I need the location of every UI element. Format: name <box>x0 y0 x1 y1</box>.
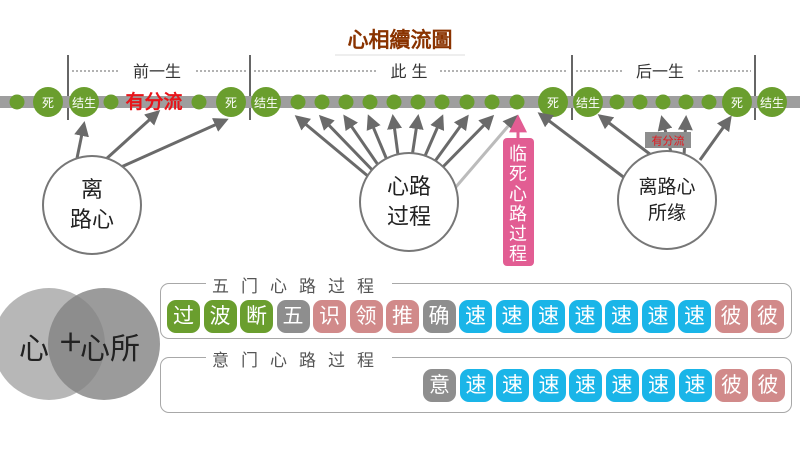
process-cell: 领 <box>349 300 383 333</box>
mind-door-process-title: 意门心路过程 <box>206 346 392 371</box>
svg-text:结生: 结生 <box>760 96 784 110</box>
process-cell: 速 <box>605 369 639 402</box>
bhavanga-dot <box>9 94 25 110</box>
svg-text:离路心所缘: 离路心所缘 <box>638 176 695 224</box>
process-cell: 彼 <box>751 300 784 333</box>
death-dot: 死 <box>538 87 568 117</box>
dying-process-label-box <box>503 138 534 266</box>
section-present: 此 生 <box>390 62 427 81</box>
process-cell: 确 <box>422 300 456 333</box>
svg-text:死: 死 <box>225 96 237 110</box>
bhavanga-dot <box>509 94 525 110</box>
bhavanga-dot <box>191 94 207 110</box>
bhavanga-dot <box>410 94 426 110</box>
death-dot: 死 <box>33 87 63 117</box>
life-continuum-label: 有分流 <box>125 90 182 113</box>
bhavanga-dot <box>103 94 119 110</box>
circle-off-process-object: 离路心所缘 <box>617 150 717 250</box>
process-cell: 速 <box>642 369 675 402</box>
life-continuum-tag-label: 有分流 <box>652 134 685 148</box>
process-cell: 过 <box>167 300 200 333</box>
svg-text:心路过程: 心路过程 <box>387 175 431 230</box>
process-cell: 速 <box>495 300 529 333</box>
rebirth-dot: 结生 <box>69 87 99 117</box>
bhavanga-dot <box>655 94 671 110</box>
svg-text:结生: 结生 <box>72 96 96 110</box>
process-cell: 速 <box>641 300 675 333</box>
bhavanga-dot <box>362 94 378 110</box>
bhavanga-dot <box>484 94 500 110</box>
process-cell: 速 <box>459 369 493 402</box>
svg-text:结生: 结生 <box>254 96 278 110</box>
process-cell: 彼 <box>751 369 785 402</box>
right-circle-arrows <box>537 112 732 184</box>
bhavanga-dot <box>609 94 625 110</box>
bhavanga-dot <box>678 94 694 110</box>
process-cell: 意 <box>423 369 456 402</box>
process-cell: 彼 <box>714 300 748 333</box>
process-cell: 速 <box>678 300 711 333</box>
process-cell: 速 <box>568 300 602 333</box>
process-cell: 速 <box>532 369 566 402</box>
process-cell: 速 <box>605 300 638 333</box>
svg-text:死: 死 <box>731 96 743 110</box>
venn-mental-factors-circle <box>48 288 160 400</box>
circle-cognitive-process: 心路过程 <box>359 152 459 252</box>
rebirth-dot: 结生 <box>757 87 787 117</box>
circle-off-process: 离路心 <box>42 155 142 255</box>
process-cell: 速 <box>532 300 565 333</box>
process-cell: 断 <box>240 300 273 333</box>
death-dot: 死 <box>722 87 752 117</box>
rebirth-dot: 结生 <box>251 87 281 117</box>
bhavanga-dot <box>338 94 354 110</box>
process-cell: 速 <box>569 369 602 402</box>
section-previous: 前一生 <box>133 62 181 81</box>
bhavanga-dots <box>9 94 717 110</box>
bhavanga-dot <box>632 94 648 110</box>
life-continuum-tag <box>645 132 691 148</box>
bhavanga-dot <box>459 94 475 110</box>
process-cell: 速 <box>459 300 492 333</box>
process-cell: 速 <box>496 369 529 402</box>
process-cell: 五 <box>276 300 310 333</box>
bhavanga-dot <box>290 94 306 110</box>
bhavanga-dot <box>314 94 330 110</box>
bhavanga-dot <box>434 94 450 110</box>
svg-text:死: 死 <box>547 96 559 110</box>
process-cell: 速 <box>678 369 712 402</box>
process-cell: 推 <box>386 300 419 333</box>
svg-text:死: 死 <box>42 96 54 110</box>
diagram-title: 心相續流圖 <box>348 27 453 52</box>
death-dot: 死 <box>216 87 246 117</box>
svg-text:结生: 结生 <box>576 96 600 110</box>
venn-mental-factors-label: 心所 <box>80 332 140 367</box>
bhavanga-dot <box>386 94 402 110</box>
process-cell: 波 <box>203 300 237 333</box>
section-next: 后一生 <box>636 62 684 81</box>
five-door-process-title: 五门心路过程 <box>206 272 392 297</box>
process-cell: 识 <box>313 300 346 333</box>
venn-plus-label: + <box>58 324 84 359</box>
bhavanga-dot <box>701 94 717 110</box>
venn-mind-label: 心 <box>19 332 49 367</box>
dying-process-label: 临死心路过程 <box>509 144 527 265</box>
svg-text:离路心: 离路心 <box>70 178 114 233</box>
process-cell: 彼 <box>715 369 748 402</box>
rebirth-dot: 结生 <box>573 87 603 117</box>
